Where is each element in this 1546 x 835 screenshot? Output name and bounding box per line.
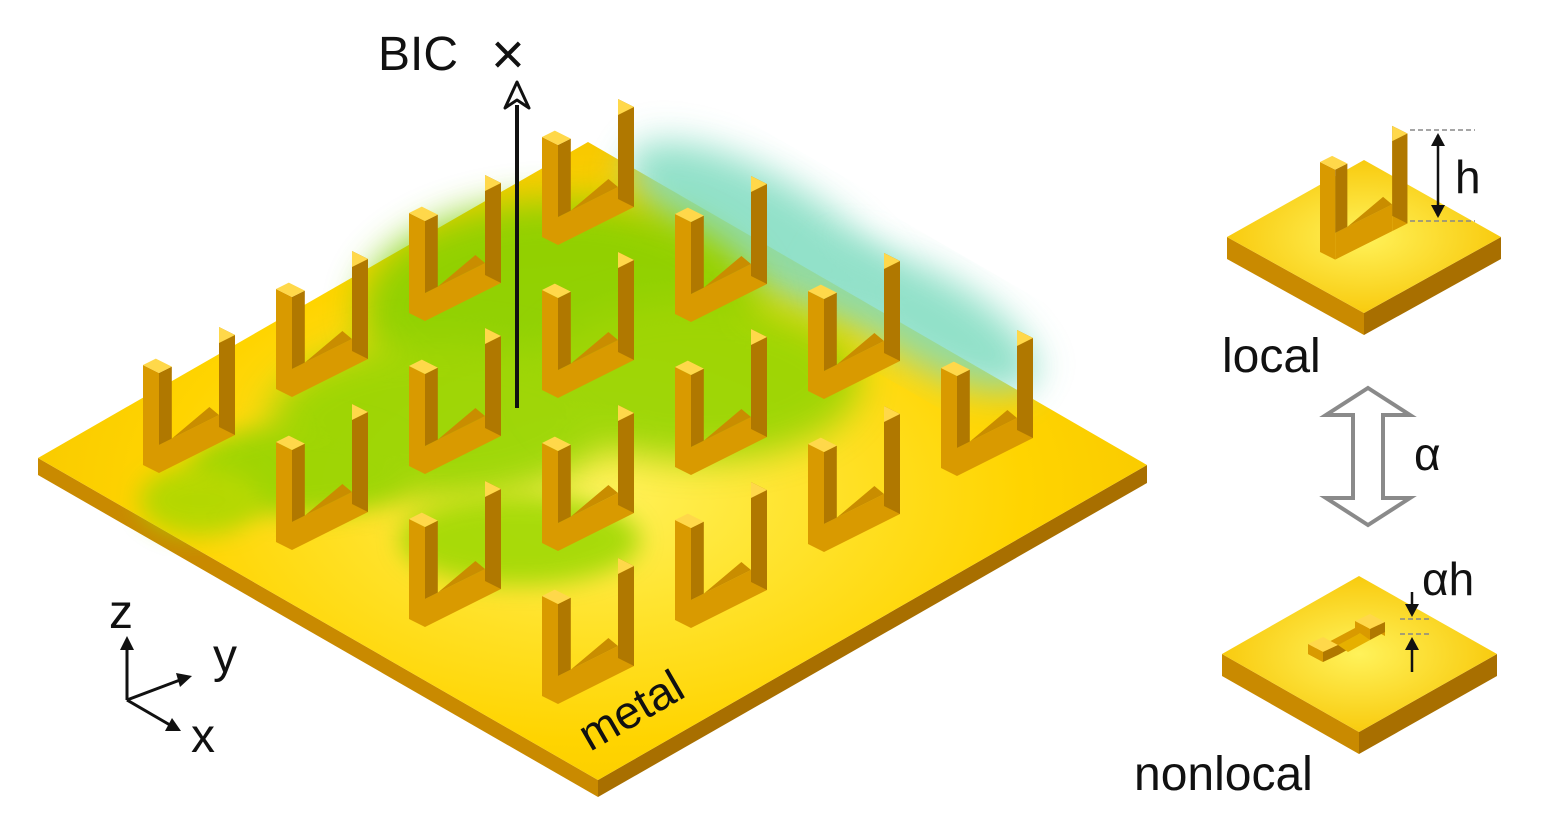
u-pillar-r1-c1 bbox=[143, 327, 235, 473]
nonlocal-label: nonlocal bbox=[1134, 748, 1313, 801]
u-pillar-r2-c3 bbox=[542, 252, 634, 398]
u-pillar-r4-c3 bbox=[808, 406, 900, 552]
substrate-left-face bbox=[38, 458, 598, 797]
alpha-transition-arrow bbox=[1319, 385, 1417, 528]
coordinate-axes bbox=[120, 636, 192, 731]
alpha-h-label: αh bbox=[1422, 553, 1474, 605]
bic-cross-mark: × bbox=[491, 22, 525, 87]
u-pillar-r4-c4 bbox=[941, 330, 1033, 476]
u-pillar-local bbox=[1320, 125, 1408, 260]
axis-z-label: z bbox=[109, 586, 133, 639]
u-pillar-r2-c4 bbox=[675, 176, 767, 322]
u-pillar-r1-c3 bbox=[409, 175, 501, 321]
axis-y-label: y bbox=[213, 630, 237, 683]
substrate-top-face bbox=[38, 142, 1147, 780]
u-pillar-r3-c1 bbox=[409, 481, 501, 627]
nonlocal-unit-cell bbox=[1222, 576, 1497, 754]
u-pillar-array bbox=[143, 99, 1033, 704]
alpha-label: α bbox=[1414, 428, 1441, 480]
axis-x-label: x bbox=[191, 710, 215, 763]
u-pillar-r1-c2 bbox=[276, 251, 368, 397]
u-pillar-r3-c3 bbox=[675, 329, 767, 475]
local-unit-cell bbox=[1227, 125, 1501, 335]
height-label: h bbox=[1455, 151, 1481, 203]
u-pillar-r1-c4 bbox=[542, 99, 634, 245]
u-pillar-r3-c4 bbox=[808, 253, 900, 399]
local-label: local bbox=[1222, 330, 1321, 383]
u-pillar-r3-c2 bbox=[542, 405, 634, 551]
bic-label: BIC bbox=[378, 28, 458, 81]
metal-substrate bbox=[38, 142, 1147, 797]
u-pillar-r2-c2 bbox=[409, 328, 501, 474]
u-pillar-r4-c2 bbox=[675, 482, 767, 628]
u-pillar-r4-c1 bbox=[542, 558, 634, 704]
bic-arrow bbox=[503, 80, 531, 408]
u-pillar-r2-c1 bbox=[276, 404, 368, 550]
substrate-right-face bbox=[598, 465, 1147, 797]
